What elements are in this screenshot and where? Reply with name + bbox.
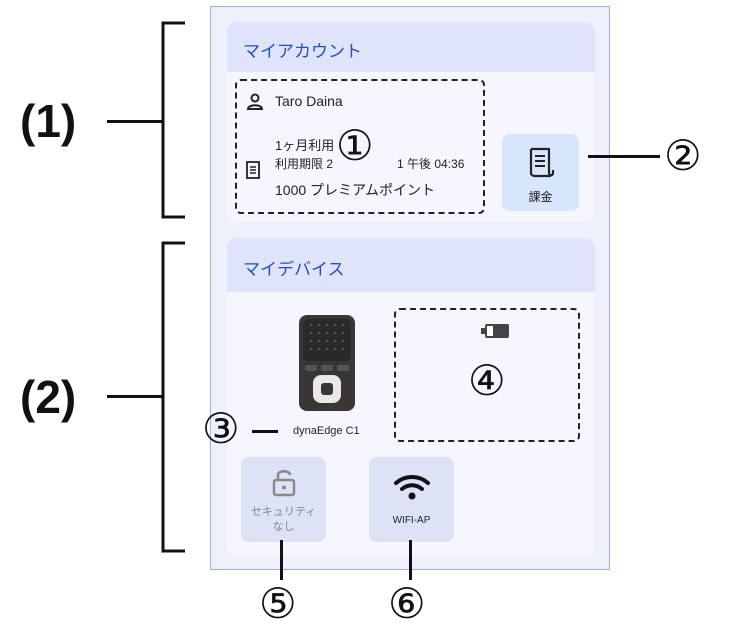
account-card-header: マイアカウント (227, 22, 595, 72)
annotation-line-3 (252, 430, 278, 433)
receipt-icon (246, 161, 260, 179)
annotation-4: ④ (468, 357, 506, 404)
device-card: マイデバイス dynaEdge C1 (227, 238, 595, 556)
wifi-ap-button[interactable]: WIFI-AP (369, 457, 454, 542)
account-card-title: マイアカウント (243, 42, 362, 61)
annotation-line-5 (280, 540, 283, 580)
annotation-2: ② (664, 132, 702, 179)
annotation-1: ① (336, 122, 374, 169)
section-label-1: (1) (20, 95, 77, 147)
wifi-icon (394, 475, 430, 500)
bracket-tick-1 (107, 120, 164, 123)
unlocked-padlock-icon (272, 470, 296, 497)
annotation-3: ③ (202, 405, 240, 452)
device-name: dynaEdge C1 (293, 425, 360, 437)
annotation-6: ⑥ (388, 580, 426, 627)
battery-icon (481, 324, 509, 338)
security-label: セキュリティなし (250, 506, 317, 533)
wifi-ap-label: WIFI-AP (392, 515, 431, 526)
account-card: マイアカウント Taro Daina 1ヶ月利用 利用期限 2 1 午後 04:… (227, 22, 595, 222)
annotation-line-6 (409, 540, 412, 580)
annotation-line-2 (588, 155, 660, 158)
user-name: Taro Daina (275, 93, 343, 109)
billing-label: 課金 (528, 190, 553, 204)
device-card-header: マイデバイス (227, 238, 595, 292)
expiry-text-left: 利用期限 2 (275, 157, 334, 171)
section-label-2: (2) (20, 371, 77, 423)
annotation-5: ⑤ (259, 580, 297, 627)
expiry-text-right: 1 午後 04:36 (397, 157, 465, 171)
device-card-title: マイデバイス (243, 260, 345, 279)
security-button[interactable]: セキュリティなし (241, 457, 326, 542)
receipt-icon (529, 147, 555, 178)
app-screen: マイアカウント Taro Daina 1ヶ月利用 利用期限 2 1 午後 04:… (210, 6, 610, 570)
device-status-box (394, 308, 580, 442)
plan-text: 1ヶ月利用 (275, 138, 335, 153)
account-info-box (235, 79, 485, 214)
bracket-tick-2 (107, 395, 164, 398)
device-image (299, 315, 355, 411)
billing-button[interactable]: 課金 (502, 134, 579, 211)
person-icon (246, 93, 264, 110)
points-text: 1000 プレミアムポイント (275, 182, 436, 198)
